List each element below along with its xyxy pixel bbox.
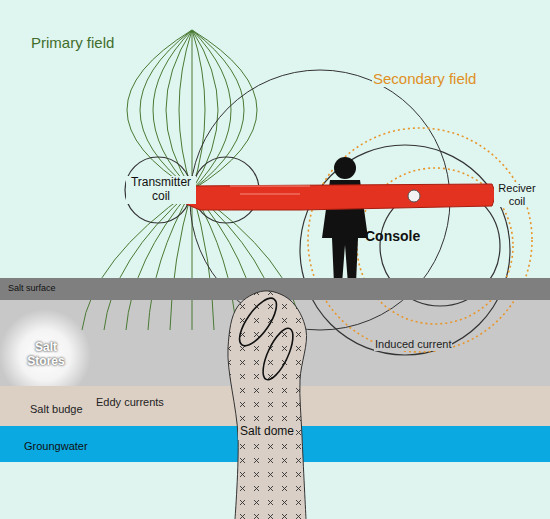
operator-silhouette [322, 157, 368, 284]
current-label: Eddy currents [95, 396, 165, 409]
console-detail [230, 186, 310, 194]
coil-label: Transmitter coil [126, 176, 196, 204]
console-bar [186, 184, 496, 210]
node-label: Salt Stores [16, 341, 76, 369]
console-label: Console [364, 228, 421, 244]
secondary-field-loop [308, 128, 532, 352]
coil-label: Reciver coil [494, 182, 540, 207]
node-label: Salt surface [8, 283, 550, 293]
salt-store: Salt Stores [8, 318, 84, 392]
receiver-loop [300, 145, 510, 355]
node-label: Salt dome [238, 424, 296, 440]
current-label: Induced current [374, 338, 452, 351]
salt-dome: Salt dome [222, 286, 312, 519]
field-label: Secondary field [372, 70, 477, 87]
field-label: Primary field [30, 34, 115, 51]
salt-dome-outline [222, 286, 312, 519]
console-logo [408, 190, 420, 202]
